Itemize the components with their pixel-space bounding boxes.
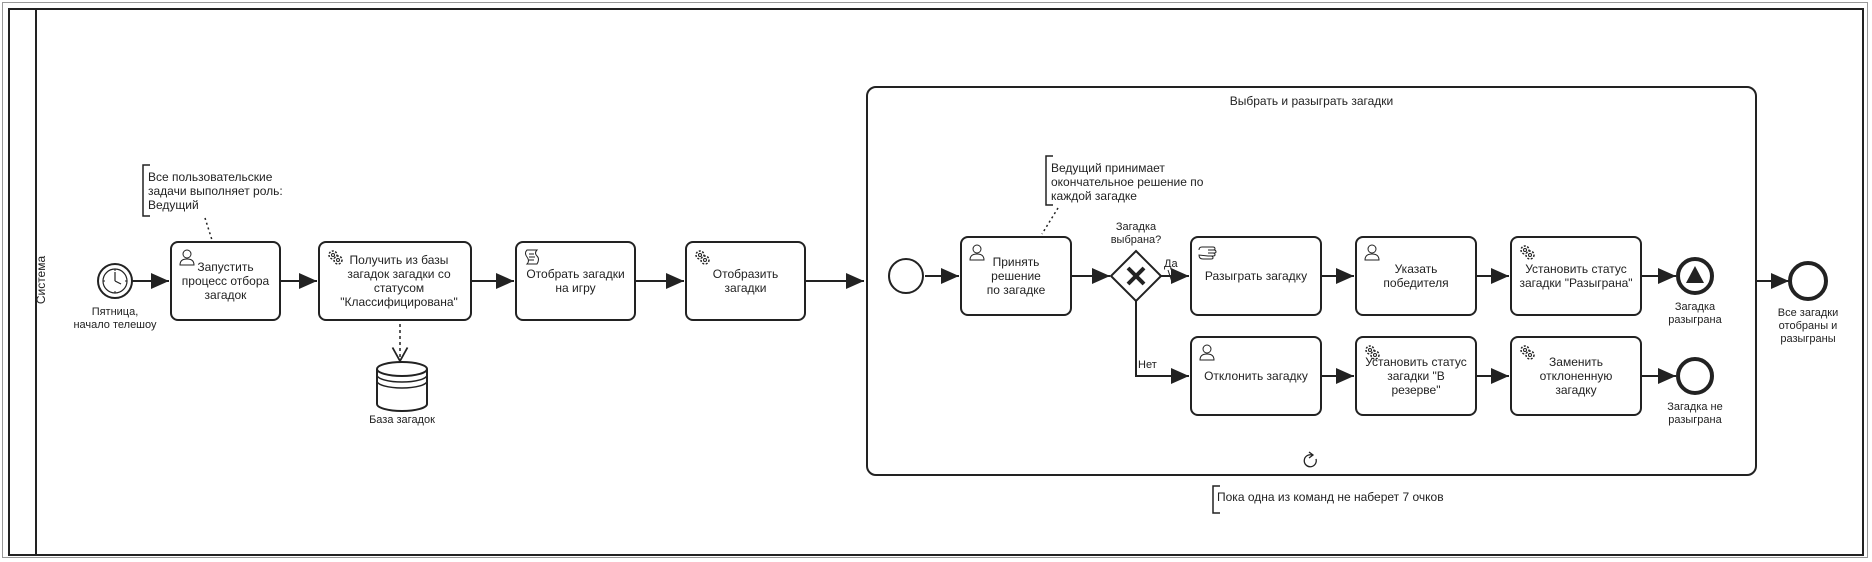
task-label: Запустить процесс отбора загадок	[181, 260, 270, 302]
task-select-for-game[interactable]: Отобрать загадки на игру	[515, 241, 636, 321]
task-label: Отобрать загадки на игру	[526, 267, 625, 295]
task-decide-on-riddle[interactable]: Принять решение по загадке	[960, 236, 1072, 316]
task-set-winner[interactable]: Указать победителя	[1355, 236, 1477, 316]
task-label: Заменить отклоненную загадку	[1539, 355, 1613, 397]
exclusive-gateway[interactable]	[1109, 249, 1163, 303]
annotation-loop: Пока одна из команд не наберет 7 очков	[1217, 490, 1444, 504]
task-set-status-reserve[interactable]: Установить статус загадки "В резерве"	[1355, 336, 1477, 416]
annotation-loop-bracket	[1212, 485, 1220, 514]
task-label: Установить статус загадки "В резерве"	[1365, 355, 1467, 397]
task-play-riddle[interactable]: Разыграть загадку	[1190, 236, 1322, 316]
subprocess-title: Выбрать и разыграть загадки	[1229, 94, 1394, 108]
annotation-role-link	[204, 217, 213, 241]
task-label: Установить статус загадки "Разыграна"	[1519, 262, 1633, 290]
task-reject-riddle[interactable]: Отклонить загадку	[1190, 336, 1322, 416]
user-icon	[1364, 244, 1380, 261]
loop-marker-icon	[1303, 451, 1317, 468]
user-icon	[1199, 344, 1215, 361]
gear-icon	[328, 250, 343, 265]
task-fetch-riddles[interactable]: Получить из базы загадок загадки со стат…	[318, 241, 472, 321]
subprocess-choose-and-play[interactable]: Выбрать и разыграть загадки	[866, 86, 1757, 476]
datastore-label: База загадок	[369, 414, 435, 426]
gear-icon	[1520, 245, 1535, 260]
task-label: Указать победителя	[1383, 262, 1449, 290]
task-label: Отклонить загадку	[1204, 369, 1308, 383]
annotation-decision-bracket	[1045, 155, 1053, 206]
end-event-not-played	[1676, 357, 1714, 395]
flow-gateway-no	[1135, 301, 1189, 384]
user-icon	[179, 249, 195, 266]
end-not-played-label: Загадка не разыграна	[1667, 401, 1723, 426]
task-set-status-played[interactable]: Установить статус загадки "Разыграна"	[1510, 236, 1642, 316]
timer-start-event[interactable]	[97, 263, 133, 299]
task-label: Разыграть загадку	[1204, 269, 1308, 283]
pool	[8, 8, 1864, 556]
gateway-label: Загадка выбрана?	[1110, 221, 1162, 246]
lane-divider	[35, 8, 37, 556]
user-icon	[969, 244, 985, 261]
gear-icon	[695, 250, 710, 265]
script-icon	[525, 249, 539, 265]
annotation-role: Все пользовательские задачи выполняет ро…	[148, 170, 283, 212]
task-label: Получить из базы загадок загадки со стат…	[340, 253, 458, 309]
end-played-label: Загадка разыграна	[1668, 301, 1722, 326]
task-launch-selection[interactable]: Запустить процесс отбора загадок	[170, 241, 281, 321]
gear-icon	[1520, 345, 1535, 360]
end-event-played[interactable]	[1676, 257, 1714, 295]
gateway-no-label: Нет	[1138, 359, 1157, 371]
start-event-label: Пятница, начало телешоу	[73, 306, 157, 331]
task-display-riddles[interactable]: Отобразить загадки	[685, 241, 806, 321]
task-label: Принять решение по загадке	[986, 255, 1046, 297]
subprocess-start-event	[888, 258, 924, 294]
end-all-label: Все загадки отобраны и разыграны	[1777, 307, 1839, 345]
annotation-decision-link	[1041, 207, 1059, 235]
task-label: Отобразить загадки	[712, 267, 779, 295]
annotation-decision: Ведущий принимает окончательное решение …	[1051, 161, 1204, 203]
gear-icon	[1365, 345, 1380, 360]
annotation-role-bracket	[142, 164, 150, 217]
manual-hand-icon	[1198, 246, 1217, 260]
gateway-yes-label: Да	[1164, 258, 1178, 270]
task-replace-rejected[interactable]: Заменить отклоненную загадку	[1510, 336, 1642, 416]
datastore-icon[interactable]	[376, 361, 428, 412]
end-event-all	[1788, 261, 1828, 301]
